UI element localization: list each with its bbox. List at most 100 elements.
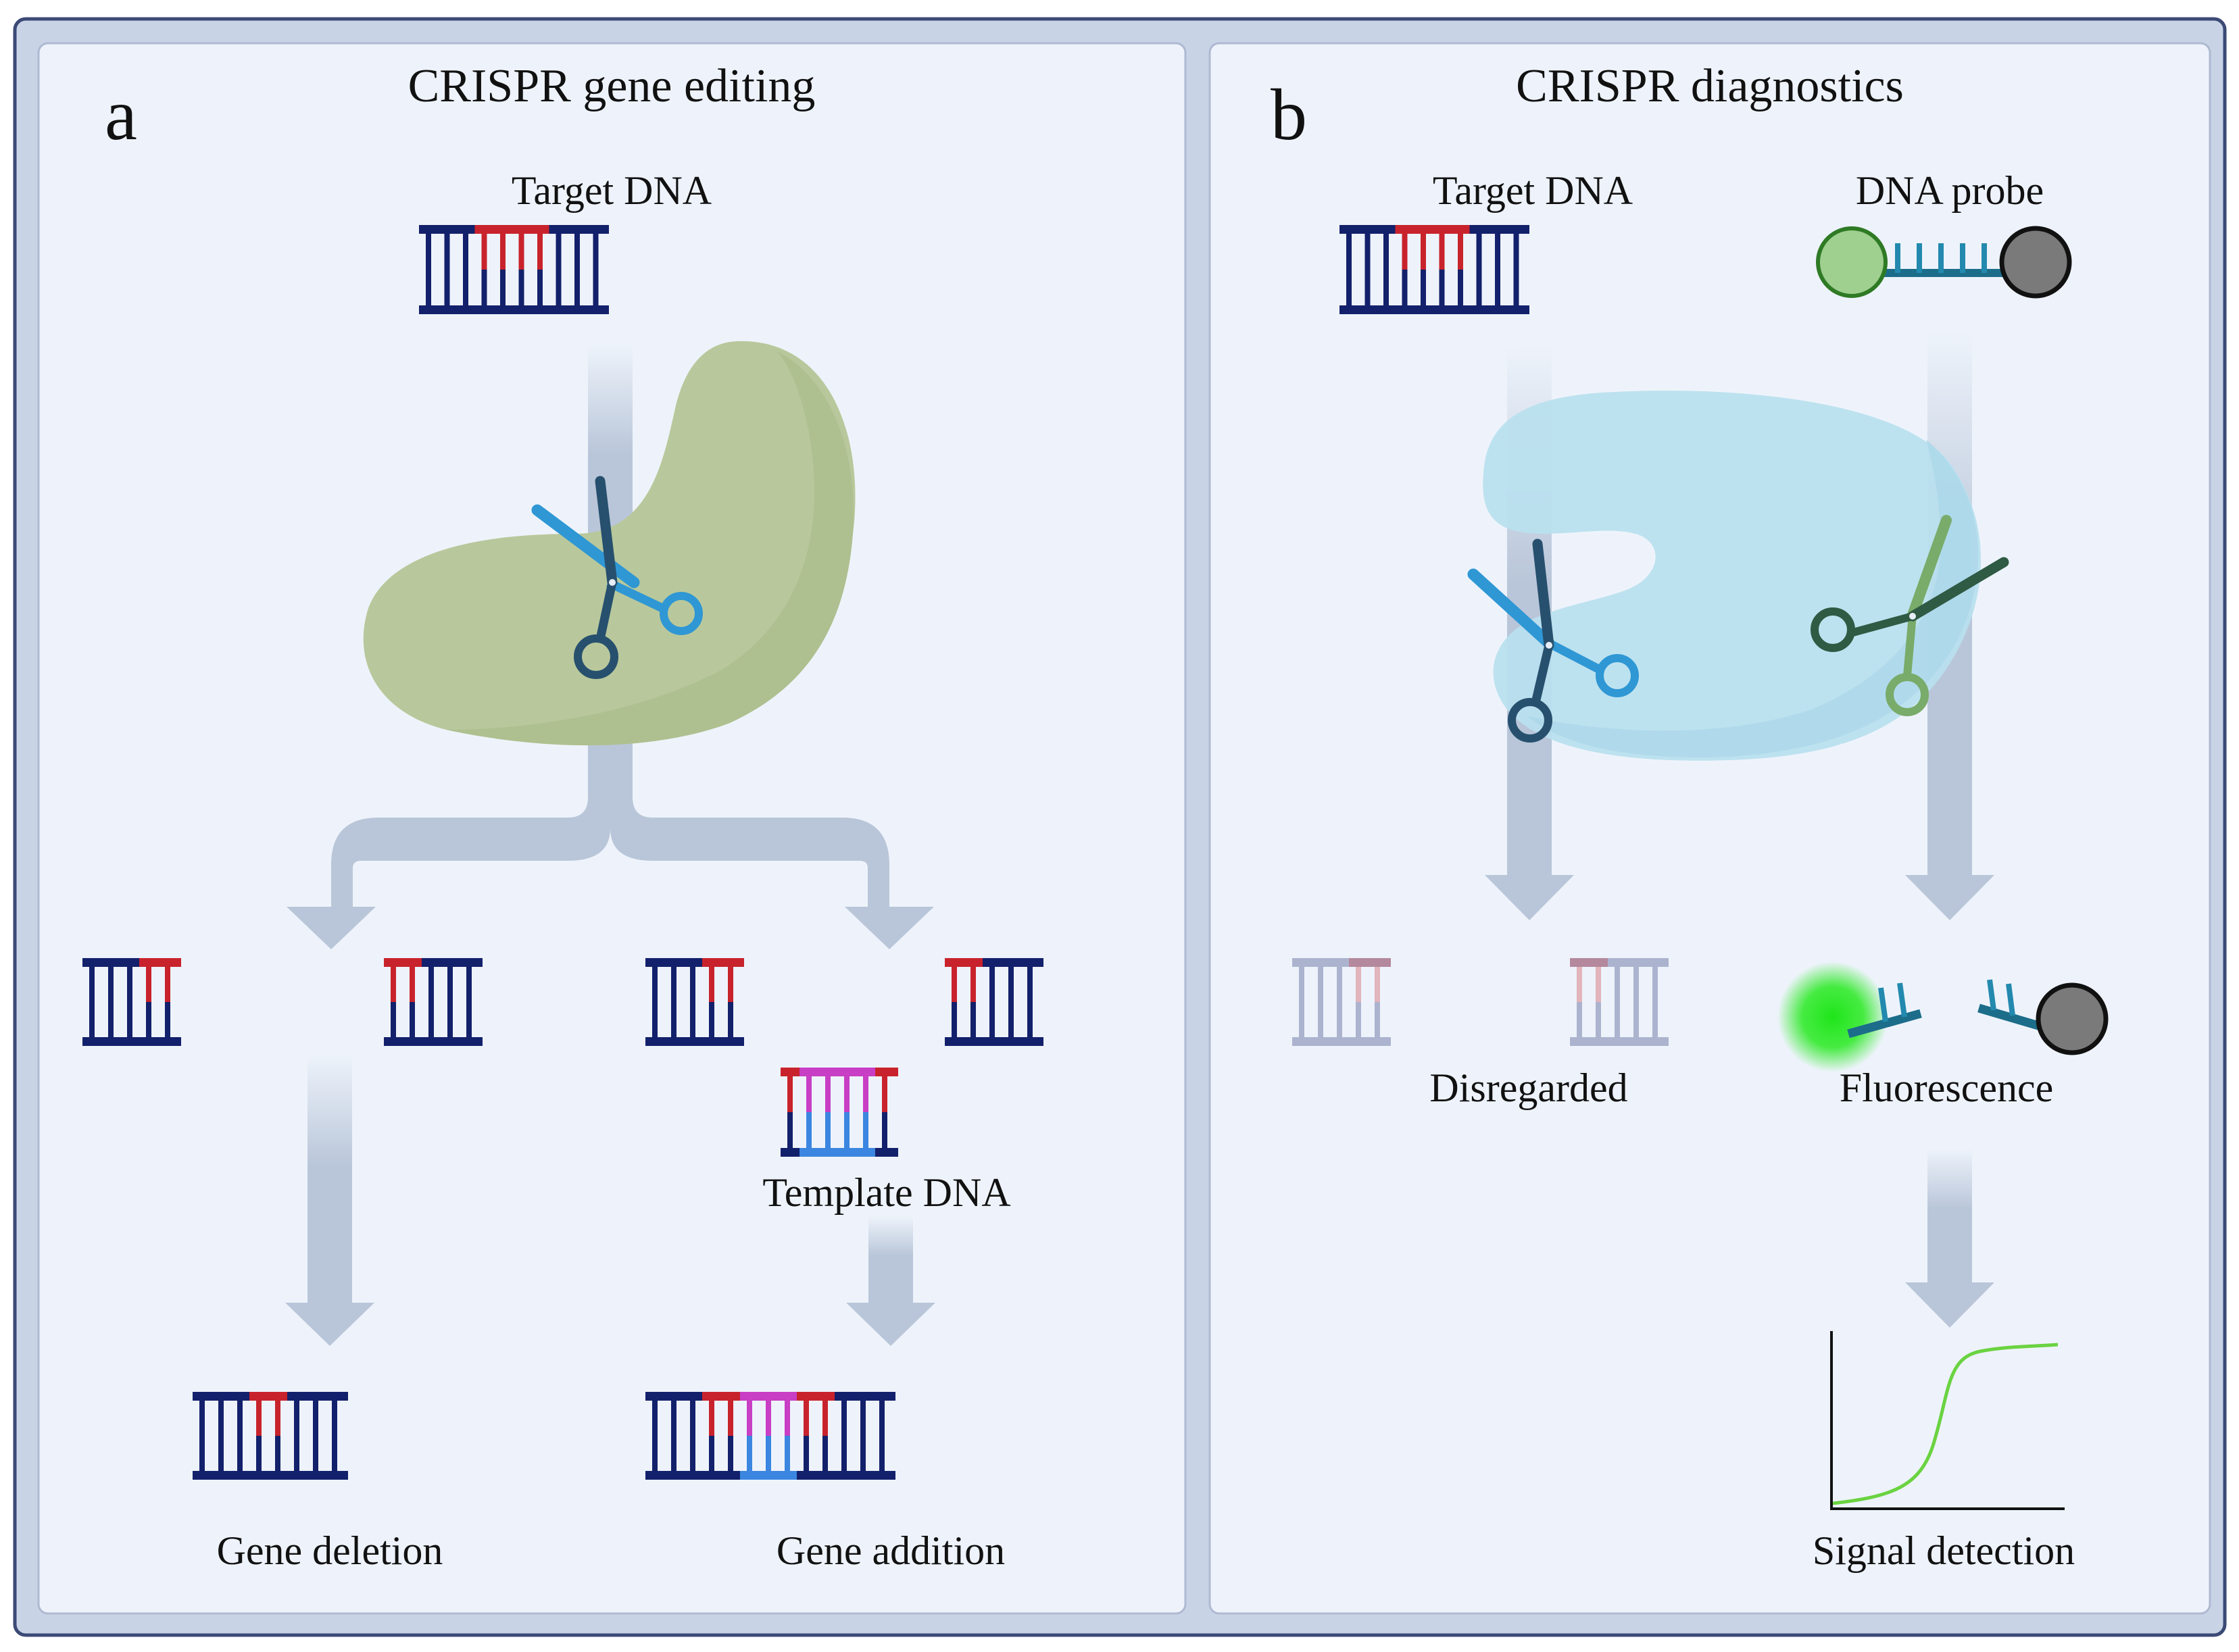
dna-rung xyxy=(518,270,524,305)
gene-deletion-label: Gene deletion xyxy=(217,1528,443,1573)
dna-rung xyxy=(1476,234,1482,270)
dna-rung xyxy=(556,234,562,270)
dna-rung xyxy=(671,1401,676,1436)
arrow-to-deletion-shaft xyxy=(307,1054,352,1304)
dna-backbone-bottom xyxy=(419,305,609,314)
dna-rung xyxy=(199,1436,205,1471)
dna-rung xyxy=(199,1401,205,1436)
panel-a-title: CRISPR gene editing xyxy=(408,60,816,112)
dna-rung xyxy=(709,1401,714,1436)
dna-rung xyxy=(428,967,434,1002)
dna-rung xyxy=(747,1436,752,1471)
dna-rung xyxy=(1495,270,1500,305)
dna-backbone-bottom xyxy=(384,1037,483,1046)
dna-rung xyxy=(879,1436,885,1471)
target-dna-b xyxy=(1339,225,1529,314)
dna-rung xyxy=(294,1401,299,1436)
dna-backbone-bottom xyxy=(193,1471,348,1480)
dna-rung xyxy=(332,1436,337,1471)
cleaved-probe xyxy=(1777,961,2109,1072)
dna-rung xyxy=(728,1401,733,1436)
dna-rung xyxy=(537,270,543,305)
dna-backbone-top xyxy=(1292,958,1391,967)
dna-segment-top xyxy=(1570,958,1608,967)
template-dna-label: Template DNA xyxy=(762,1170,1010,1215)
dna-rung xyxy=(89,967,95,1002)
dna-rung xyxy=(1318,967,1323,1002)
cas-protein-b xyxy=(1483,391,1982,761)
dna-rung xyxy=(108,1002,114,1037)
dna-rung xyxy=(466,1002,472,1037)
dna-rung xyxy=(574,270,580,305)
dna-rung xyxy=(447,967,453,1002)
dna-rung xyxy=(785,1401,790,1436)
dna-segment-top xyxy=(781,1068,799,1076)
dna-rung xyxy=(825,1076,831,1112)
dna-rung xyxy=(671,1002,676,1037)
dna-rung xyxy=(1364,234,1371,270)
dna-rung xyxy=(463,234,468,270)
dna-rung xyxy=(481,234,487,270)
dna-rung xyxy=(970,967,976,1002)
dna-segment-bottom xyxy=(799,1148,875,1157)
dna-rung xyxy=(709,967,714,1002)
cut-dna-fragment xyxy=(945,958,1043,1046)
dna-rung xyxy=(970,1002,976,1037)
dna-segment-top xyxy=(797,1392,835,1401)
dna-rung xyxy=(766,1436,771,1471)
dna-rung xyxy=(806,1076,812,1112)
gene-addition-dna xyxy=(645,1392,895,1480)
signal-plot xyxy=(1830,1331,2065,1510)
dna-rung xyxy=(1458,270,1463,305)
dna-probe-label: DNA probe xyxy=(1856,168,2044,213)
dna-backbone-bottom xyxy=(82,1037,181,1046)
dna-rung xyxy=(1615,967,1620,1002)
panel-b-title: CRISPR diagnostics xyxy=(1516,60,1904,112)
dna-rung xyxy=(728,1002,733,1037)
dna-rung xyxy=(426,234,431,270)
dna-rung xyxy=(518,234,524,270)
dna-rung xyxy=(1596,967,1601,1002)
arrow-to-deletion-head xyxy=(285,1303,374,1346)
fluorescent-glow xyxy=(1777,961,1888,1072)
dna-rung xyxy=(652,1401,658,1436)
dna-probe xyxy=(1816,226,2072,299)
dna-rung xyxy=(294,1436,299,1471)
dna-segment-bottom xyxy=(740,1471,797,1480)
dna-rung xyxy=(787,1076,793,1112)
dna-rung xyxy=(709,1436,714,1471)
dna-rung xyxy=(1375,1002,1380,1037)
dna-segment-top xyxy=(875,1068,898,1076)
dna-segment-top xyxy=(384,958,422,967)
dna-rung xyxy=(1337,1002,1342,1037)
dna-rung xyxy=(728,1436,733,1471)
arrow-probe-down-head xyxy=(1905,875,1994,920)
dna-segment-top xyxy=(1349,958,1391,967)
fluorescence-label: Fluorescence xyxy=(1840,1066,2054,1110)
dna-backbone-bottom xyxy=(1339,305,1529,314)
dna-rung xyxy=(218,1436,224,1471)
dna-rung xyxy=(1337,967,1342,1002)
dna-rung xyxy=(444,270,450,305)
dna-rung xyxy=(787,1112,793,1148)
dna-rung xyxy=(1346,234,1352,270)
dna-segment-top xyxy=(474,225,549,234)
dna-rung xyxy=(275,1401,280,1436)
dna-rung xyxy=(313,1436,318,1471)
dna-rung xyxy=(1513,270,1519,305)
dna-segment-top xyxy=(1395,225,1470,234)
dna-rung xyxy=(165,967,170,1002)
dna-rung xyxy=(1299,967,1304,1002)
dna-backbone-bottom xyxy=(1292,1037,1391,1046)
dna-rung xyxy=(1513,234,1519,270)
dna-rung xyxy=(1318,1002,1323,1037)
cut-dna-fragment xyxy=(645,958,744,1046)
dna-rung xyxy=(256,1436,262,1471)
dna-segment-top xyxy=(139,958,181,967)
dna-rung xyxy=(1299,1002,1304,1037)
dna-rung xyxy=(882,1112,887,1148)
scissors-icon xyxy=(531,476,703,679)
dna-rung xyxy=(844,1076,850,1112)
dna-rung xyxy=(806,1112,812,1148)
dna-rung xyxy=(1439,270,1445,305)
